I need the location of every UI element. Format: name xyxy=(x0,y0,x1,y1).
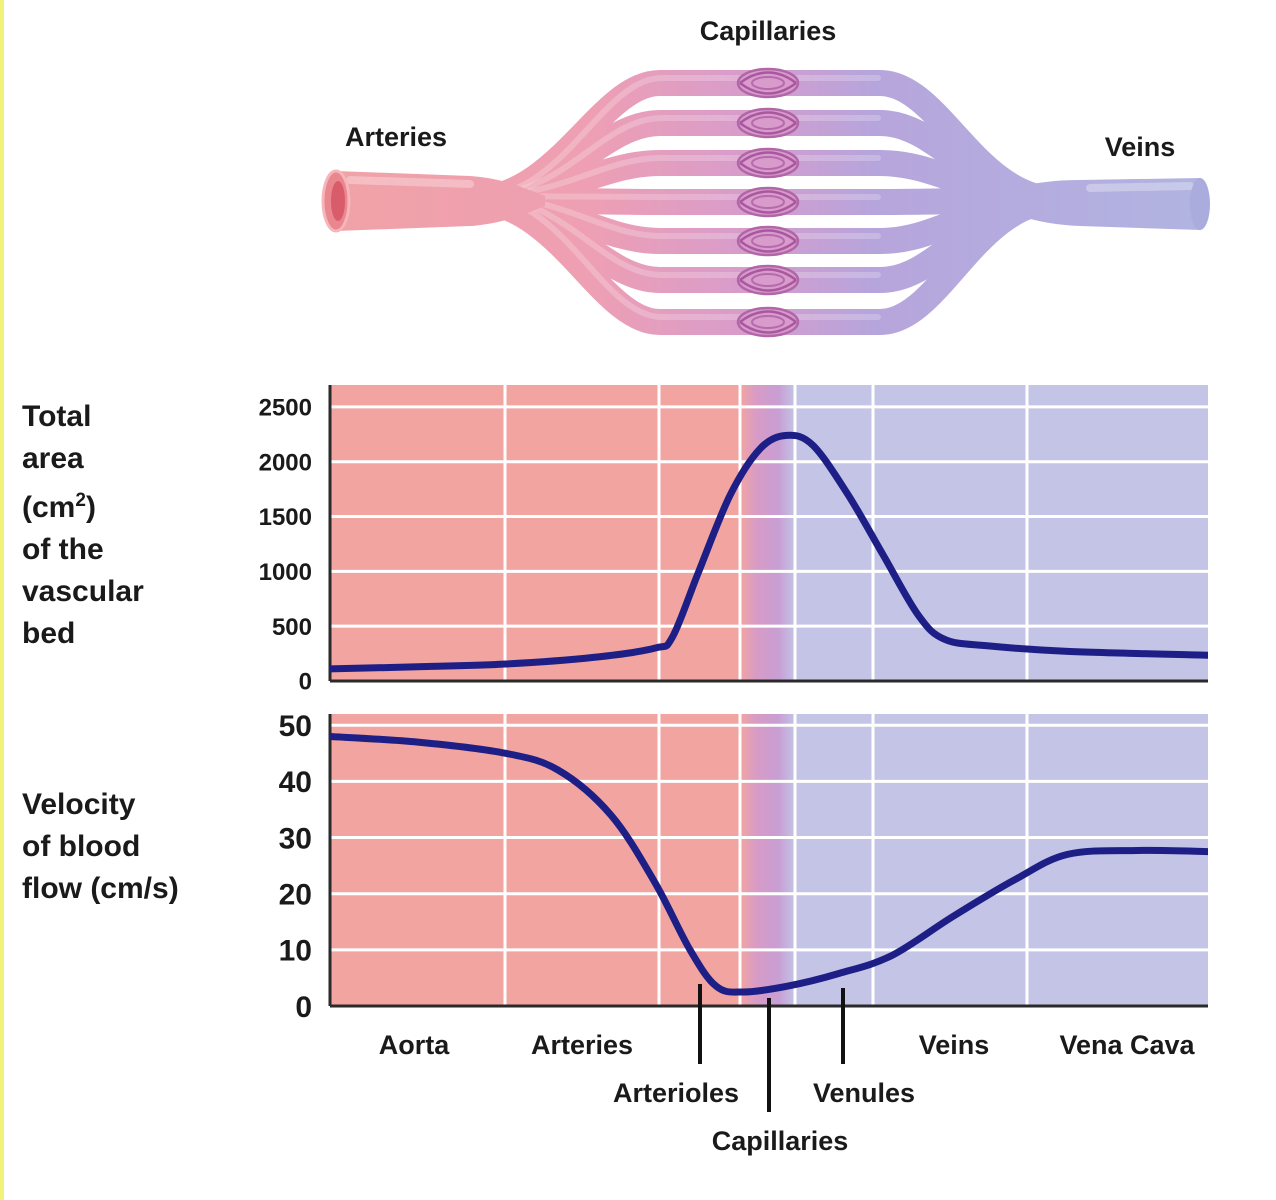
area-chart: 0 500 1000 1500 2000 2500 xyxy=(259,385,1208,696)
vessel-network-illustration xyxy=(321,67,1210,338)
area-chart-background xyxy=(330,385,1208,681)
y-tick-label: 0 xyxy=(299,669,312,696)
y-tick-label: 40 xyxy=(279,766,312,799)
label-capillaries-top: Capillaries xyxy=(700,16,837,46)
y-tick-label: 2000 xyxy=(259,449,312,476)
capillary-bed xyxy=(736,67,800,99)
velocity-chart-grid xyxy=(328,714,1208,1008)
capillary-zone xyxy=(740,714,795,1006)
edge-strip xyxy=(0,0,4,1200)
venous-zone xyxy=(795,385,1208,681)
vein-opening xyxy=(1190,178,1210,230)
velocity-chart: 0 10 20 30 40 50 xyxy=(279,710,1208,1024)
y-tick-label: 20 xyxy=(279,878,312,911)
capillary-bed xyxy=(736,264,800,296)
segment-label-veins: Veins xyxy=(919,1030,990,1060)
velocity-chart-background xyxy=(330,714,1208,1006)
capillary-zone xyxy=(740,385,795,681)
capillary-bed xyxy=(736,225,800,257)
artery-highlight xyxy=(346,176,474,188)
capillary-bed xyxy=(736,306,800,338)
venous-zone xyxy=(795,714,1208,1006)
area-chart-y-ticks: 0 500 1000 1500 2000 2500 xyxy=(259,395,312,696)
label-veins-top: Veins xyxy=(1105,132,1176,162)
y-tick-label: 2500 xyxy=(259,395,312,422)
vein-trunk xyxy=(990,178,1200,230)
capillary-bed xyxy=(736,107,800,139)
artery-lumen xyxy=(331,181,345,221)
y-tick-label: 50 xyxy=(279,710,312,743)
segment-label-arterioles: Arterioles xyxy=(613,1078,739,1108)
segment-label-vena-cava: Vena Cava xyxy=(1059,1030,1195,1060)
segment-label-aorta: Aorta xyxy=(379,1030,450,1060)
y-tick-label: 10 xyxy=(279,935,312,968)
segment-label-capillaries: Capillaries xyxy=(712,1126,849,1156)
capillary-bed xyxy=(736,186,800,218)
arterial-zone xyxy=(330,385,740,681)
area-chart-grid xyxy=(328,385,1208,683)
artery-trunk xyxy=(336,171,545,231)
capillary-bed xyxy=(736,147,800,179)
segment-labels: Aorta Arteries Arterioles Capillaries Ve… xyxy=(379,984,1196,1156)
segment-label-arteries: Arteries xyxy=(531,1030,633,1060)
y-tick-label: 1500 xyxy=(259,504,312,531)
y-tick-label: 0 xyxy=(295,991,312,1024)
area-axis-title: Total area (cm2) of the vascular bed xyxy=(22,400,144,650)
y-tick-label: 500 xyxy=(272,614,312,641)
vein-highlight xyxy=(1086,182,1194,192)
y-tick-label: 1000 xyxy=(259,559,312,586)
velocity-chart-y-ticks: 0 10 20 30 40 50 xyxy=(279,710,312,1024)
segment-label-venules: Venules xyxy=(813,1078,915,1108)
y-tick-label: 30 xyxy=(279,822,312,855)
area-curve xyxy=(330,431,1208,673)
velocity-curve xyxy=(330,733,1208,996)
label-arteries: Arteries xyxy=(345,122,447,152)
velocity-axis-title: Velocity of blood flow (cm/s) xyxy=(22,788,179,905)
